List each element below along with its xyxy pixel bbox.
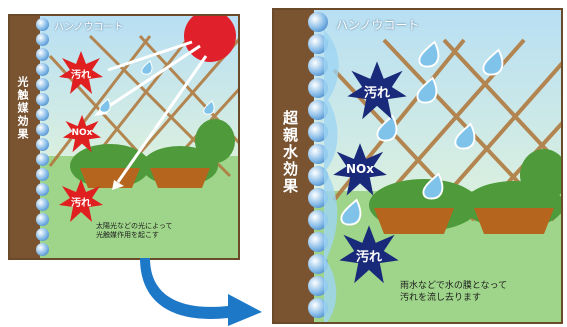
dirt-label: 汚れ xyxy=(355,250,382,265)
lattice-fence xyxy=(332,38,561,234)
bead xyxy=(308,232,328,252)
bead xyxy=(308,56,328,76)
bead xyxy=(36,18,49,31)
bead xyxy=(36,33,49,46)
water-drop-icon xyxy=(422,172,444,200)
bead xyxy=(308,254,328,274)
right-panel: 超親水効果 ハンノウコート 汚れ NOx 汚れ 雨水などで水の膜となって 汚れを… xyxy=(272,8,563,324)
bead xyxy=(308,100,328,120)
bead xyxy=(36,48,49,61)
bead xyxy=(36,108,49,121)
dirt-label: 汚れ xyxy=(363,86,390,101)
hydrophilic-label: 超親水効果 xyxy=(281,110,299,195)
nox-label: NOx xyxy=(346,162,374,176)
left-panel: 光触媒効果 ハンノウコート 汚れ NOx 汚れ 太陽光などの光によって 光触媒作… xyxy=(8,14,240,260)
water-drop-icon xyxy=(203,100,215,115)
water-film xyxy=(324,10,339,322)
nox-star-icon xyxy=(62,114,102,153)
bead xyxy=(308,210,328,230)
bead xyxy=(36,153,49,166)
water-drop-icon xyxy=(141,60,153,75)
bead xyxy=(308,276,328,296)
bead xyxy=(308,166,328,186)
right-caption: 雨水などで水の膜となって 汚れを流し去ります xyxy=(400,281,508,303)
bead xyxy=(308,298,328,318)
bead xyxy=(36,183,49,196)
nox-label: NOx xyxy=(71,128,93,138)
coating-beads xyxy=(36,16,50,258)
transition-arrow-icon xyxy=(140,258,262,326)
nox-star-icon xyxy=(333,143,387,196)
bead xyxy=(308,188,328,208)
bead xyxy=(36,213,49,226)
dirt-star-icon xyxy=(59,51,103,94)
exterior-wall xyxy=(10,16,40,258)
photocatalyst-label: 光触媒効果 xyxy=(16,76,29,141)
bead xyxy=(308,34,328,54)
dirt-star-icon xyxy=(59,179,103,222)
bead xyxy=(36,243,49,256)
dirt-star-icon xyxy=(339,225,399,284)
dirt-label: 汚れ xyxy=(71,198,91,209)
water-drop-icon xyxy=(418,40,440,68)
bead xyxy=(36,198,49,211)
bead xyxy=(308,12,328,32)
bead xyxy=(36,138,49,151)
bead xyxy=(308,78,328,98)
water-drop-icon xyxy=(99,98,111,113)
coating-beads xyxy=(308,10,332,322)
bead xyxy=(36,63,49,76)
coat-label: ハンノウコート xyxy=(336,18,420,32)
bead xyxy=(36,93,49,106)
water-drop-icon xyxy=(482,48,504,76)
sun-icon xyxy=(184,16,236,62)
bead xyxy=(308,144,328,164)
bead xyxy=(36,168,49,181)
bead xyxy=(36,123,49,136)
water-drop-icon xyxy=(376,114,398,142)
water-drop-icon xyxy=(454,122,476,150)
coat-label: ハンノウコート xyxy=(54,22,124,33)
dirt-label: 汚れ xyxy=(71,70,91,81)
bead xyxy=(36,228,49,241)
bead xyxy=(36,78,49,91)
water-drop-icon xyxy=(340,198,362,226)
dirt-star-icon xyxy=(347,61,407,120)
left-caption: 太陽光などの光によって 光触媒作用を起こす xyxy=(96,222,173,239)
bead xyxy=(308,122,328,142)
exterior-wall xyxy=(274,10,314,322)
water-drop-icon xyxy=(416,76,438,104)
